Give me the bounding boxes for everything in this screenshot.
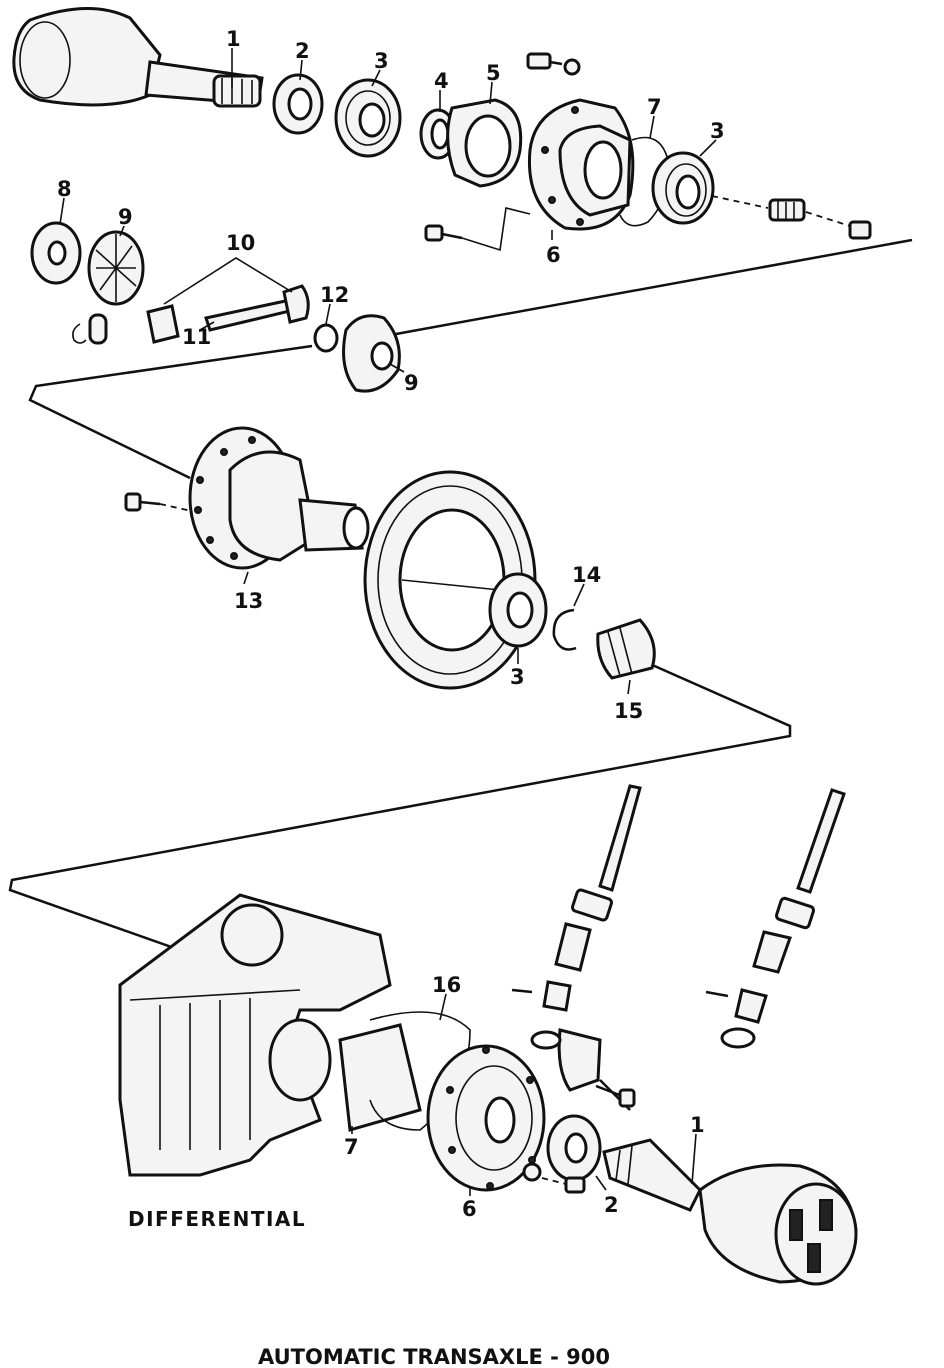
- label-part-2-bottom: 2: [604, 1193, 619, 1217]
- label-part-6-top: 6: [546, 243, 561, 267]
- differential-carrier-part-13: [188, 426, 370, 570]
- axle-seal-bottom: [546, 1114, 602, 1182]
- gasket-part-7-bottom: [338, 1023, 422, 1132]
- part-number-labels: 1 2 3 4 5 7 3 6 8 9 10 11 12 9 13 14 3: [57, 27, 725, 1221]
- axle-seal-top: [272, 73, 324, 135]
- label-part-2-top: 2: [295, 39, 310, 63]
- label-part-9-right: 9: [404, 371, 419, 395]
- side-gear-part-9-left: [87, 230, 145, 306]
- label-part-13: 13: [234, 589, 263, 613]
- pinion-gear-part-10-left: [146, 304, 180, 344]
- section-caption: DIFFERENTIAL: [128, 1207, 306, 1231]
- speedometer-cable-center: [511, 784, 642, 1012]
- label-part-15: 15: [614, 699, 643, 723]
- label-part-14: 14: [572, 563, 601, 587]
- snap-ring-part-14: [552, 608, 577, 651]
- label-part-3-right: 3: [710, 119, 725, 143]
- speedometer-cable-right: [705, 788, 846, 1049]
- label-part-12: 12: [320, 283, 349, 307]
- label-part-16: 16: [432, 973, 461, 997]
- side-cover-part-6-bottom: [426, 1044, 546, 1192]
- small-o-ring-bottom: [530, 1030, 562, 1050]
- retaining-ring-part-12: [313, 323, 339, 353]
- pinion-shaft-part-11: [204, 284, 310, 332]
- label-part-6-bottom: 6: [462, 1197, 477, 1221]
- label-part-9-left: 9: [118, 205, 133, 229]
- cover-bolt-top: [424, 207, 531, 252]
- bearing-middle: [488, 572, 548, 648]
- drive-gear-part-15: [596, 618, 656, 680]
- label-part-4: 4: [434, 69, 449, 93]
- label-part-7-bottom: 7: [344, 1135, 359, 1159]
- label-part-5: 5: [486, 61, 501, 85]
- washer-and-bolt-bottom: [522, 1162, 586, 1194]
- cv-joint-housing-bottom: [602, 1138, 858, 1286]
- bearing-top: [334, 78, 402, 158]
- diagram-title: AUTOMATIC TRANSAXLE - 900: [258, 1345, 610, 1368]
- bracket-and-bolt: [557, 1028, 636, 1108]
- cv-joint-housing-top: [12, 6, 264, 108]
- ring-gear: [363, 470, 537, 690]
- side-gear-part-9-right: [342, 314, 401, 393]
- label-part-7-top: 7: [647, 95, 662, 119]
- bearing-right: [651, 151, 715, 225]
- label-part-1-top: 1: [226, 27, 241, 51]
- label-part-10: 10: [226, 231, 255, 255]
- snap-ring-and-washer: [72, 313, 108, 345]
- transaxle-case: [118, 893, 392, 1177]
- label-part-3-middle: 3: [510, 665, 525, 689]
- label-part-11: 11: [182, 325, 211, 349]
- label-part-3-top: 3: [374, 49, 389, 73]
- spring-and-plug: [711, 195, 872, 240]
- label-part-1-bottom: 1: [690, 1113, 705, 1137]
- label-part-8: 8: [57, 177, 72, 201]
- thrust-washer-part-8: [30, 221, 82, 285]
- side-cover-part-6-top: [527, 98, 635, 231]
- carrier-bolt: [124, 492, 197, 513]
- seal-housing-part-5: [446, 98, 523, 188]
- assembly-path-line: [8, 238, 913, 1111]
- bolt-and-nut-top: [526, 52, 581, 76]
